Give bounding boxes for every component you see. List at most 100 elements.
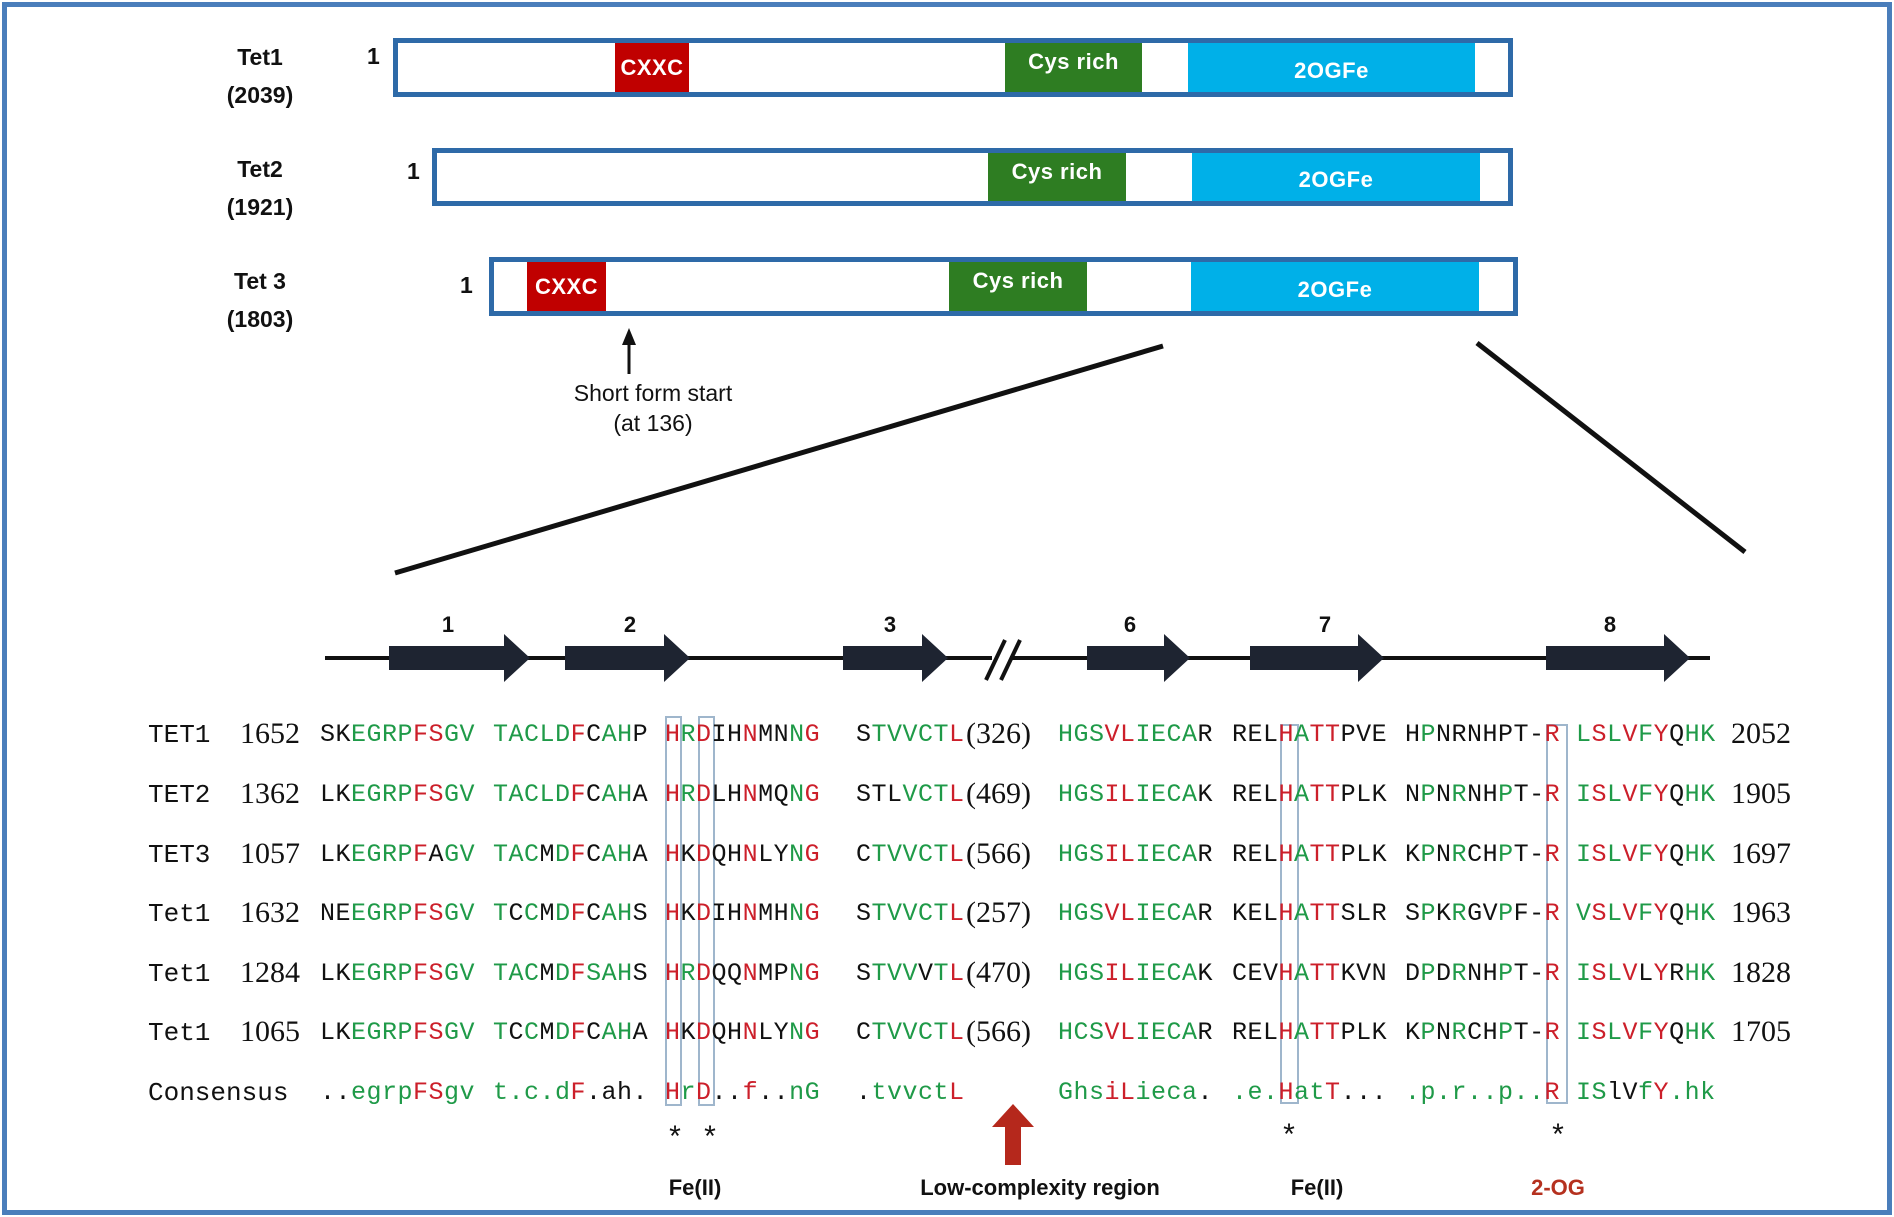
residue-run: CH <box>1467 1018 1499 1047</box>
residue-run: P <box>1498 1018 1514 1047</box>
residue-run: D <box>696 899 712 928</box>
residue-run: I <box>1576 1018 1592 1047</box>
domain-2ogfe: 2OGFe <box>1191 262 1479 311</box>
residue-run: A <box>632 840 649 869</box>
residue-run: QH <box>711 1018 743 1047</box>
residue-run: ieca <box>1135 1078 1198 1107</box>
residue-run: K <box>1197 780 1214 809</box>
residue-run: S <box>1591 840 1608 869</box>
residue-run: V <box>918 959 934 988</box>
residue-run: r <box>680 1078 697 1107</box>
residue-run: L <box>949 720 965 749</box>
sequence-block: HPNRNHPT-R <box>1405 720 1560 749</box>
residue-run: HGS <box>1058 899 1105 928</box>
protein-name: Tet2 <box>237 156 283 182</box>
residue-run: HGS <box>1058 720 1105 749</box>
protein-start: 1 <box>460 272 473 298</box>
residue-run: PVE <box>1340 720 1388 749</box>
residue-run: TT <box>1309 840 1341 869</box>
residue-run: S <box>856 959 872 988</box>
residue-run: P <box>1420 899 1437 928</box>
sequence-end-position: 1963 <box>1731 896 1791 929</box>
residue-run: .e. <box>1232 1078 1279 1107</box>
residue-run: T <box>933 959 950 988</box>
residue-run: PLK <box>1340 1018 1388 1047</box>
residue-run: P <box>1498 840 1514 869</box>
residue-run: GV <box>444 840 476 869</box>
gap-length: (566) <box>966 837 1031 870</box>
sequence-block: ISLVFYQHK <box>1576 780 1716 809</box>
residue-run: F <box>1638 899 1654 928</box>
residue-run: Y <box>1653 899 1670 928</box>
residue-run: C <box>586 899 602 928</box>
residue-run: FS <box>413 1018 445 1047</box>
sequence-name: Tet1 <box>148 959 211 989</box>
residue-run: TT <box>1309 959 1341 988</box>
residue-run: R <box>1544 1078 1561 1107</box>
residue-run: AH <box>601 780 633 809</box>
residue-run: .. <box>758 1078 790 1107</box>
residue-run: V <box>1622 1018 1639 1047</box>
sequence-block: SKEGRPFSGV <box>320 720 475 749</box>
sequence-block: HGSILIECAK <box>1058 959 1213 988</box>
residue-run: Y <box>1653 1018 1670 1047</box>
residue-run: L <box>949 899 965 928</box>
residue-run: A <box>1294 899 1310 928</box>
residue-run: H <box>665 959 681 988</box>
residue-run: GV <box>444 1018 476 1047</box>
residue-run: NH <box>1467 959 1499 988</box>
residue-run: nG <box>789 1078 821 1107</box>
residue-run: NRNHPT- <box>1436 720 1545 749</box>
residue-run: VL <box>1104 899 1136 928</box>
residue-run: A <box>632 780 649 809</box>
residue-run: L <box>1607 840 1623 869</box>
residue-run: F <box>1638 840 1654 869</box>
asterisk-icon: * <box>701 1123 720 1157</box>
residue-run: TVV <box>871 959 919 988</box>
residue-run: P <box>1420 959 1437 988</box>
sequence-block: HKDQHNLYNG <box>665 1018 820 1047</box>
residue-run: TVVCT <box>871 899 950 928</box>
residue-run: M <box>539 1018 556 1047</box>
short-form-line1: Short form start <box>573 380 733 406</box>
sequence-block: HGSVLIECAR <box>1058 720 1213 749</box>
residue-run: C <box>508 899 525 928</box>
sequence-block: TCCMDFCAHA <box>493 1018 648 1047</box>
residue-run: at <box>1294 1078 1326 1107</box>
residue-run: R <box>1197 899 1214 928</box>
sequence-block: TACLDFCAHP <box>493 720 648 749</box>
residue-run: LK <box>320 840 352 869</box>
residue-run: EGRP <box>351 959 414 988</box>
residue-run: S <box>856 720 872 749</box>
sequence-block: DPDRNHPT-R <box>1405 959 1560 988</box>
residue-run: .p.r..p.. <box>1405 1078 1545 1107</box>
fe-label: Fe(II) <box>1290 1175 1344 1200</box>
residue-run: D <box>555 840 571 869</box>
residue-run: S <box>1591 780 1608 809</box>
residue-run: H <box>1278 1078 1295 1107</box>
site-box-h <box>665 716 682 1106</box>
residue-run: R <box>1197 840 1214 869</box>
residue-run: C <box>524 720 540 749</box>
sequence-block: CTVVCTL <box>856 840 965 869</box>
residue-run: D <box>696 1078 712 1107</box>
residue-run: Q <box>1669 720 1685 749</box>
protein-bar: CXXC Cys rich 2OGFe <box>489 257 1518 316</box>
residue-run: .. <box>320 1078 352 1107</box>
sequence-start-position: 1362 <box>240 777 300 810</box>
residue-run: S <box>1405 899 1421 928</box>
residue-run: P <box>632 720 649 749</box>
residue-run: N <box>742 959 759 988</box>
sequence-block: GhsiLieca. <box>1058 1078 1213 1107</box>
residue-run: Q <box>1669 1018 1685 1047</box>
sequence-name: TET3 <box>148 840 211 870</box>
site-box-r <box>1546 724 1568 1104</box>
residue-run: NE <box>320 899 352 928</box>
residue-run: IECA <box>1135 1018 1198 1047</box>
residue-run: T- <box>1513 840 1545 869</box>
residue-run: IECA <box>1135 899 1198 928</box>
beta-strand-arrow-icon <box>843 634 948 682</box>
residue-run: egrp <box>351 1078 414 1107</box>
domain-cys-rich: Cys rich <box>949 262 1087 311</box>
